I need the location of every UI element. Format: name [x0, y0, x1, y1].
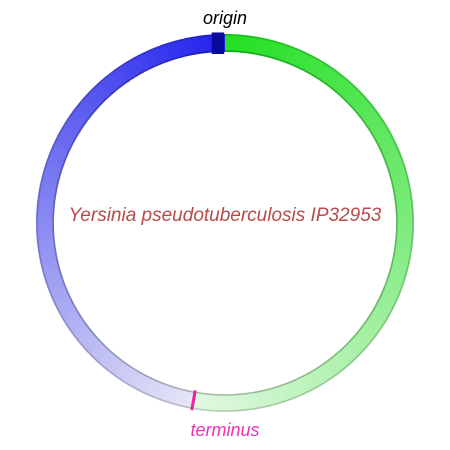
origin-marker [211, 32, 225, 55]
terminus-label: terminus [190, 420, 260, 440]
organism-name-label: Yersinia pseudotuberculosis IP32953 [68, 205, 382, 226]
ring-outer-edge [36, 34, 414, 412]
replichore-right-arc [190, 34, 414, 412]
genome-ring [36, 32, 414, 412]
replichore-left-arc [36, 34, 226, 410]
origin-label: origin [202, 8, 248, 28]
ring-inner-edge [52, 50, 398, 396]
terminus-marker [190, 390, 197, 411]
